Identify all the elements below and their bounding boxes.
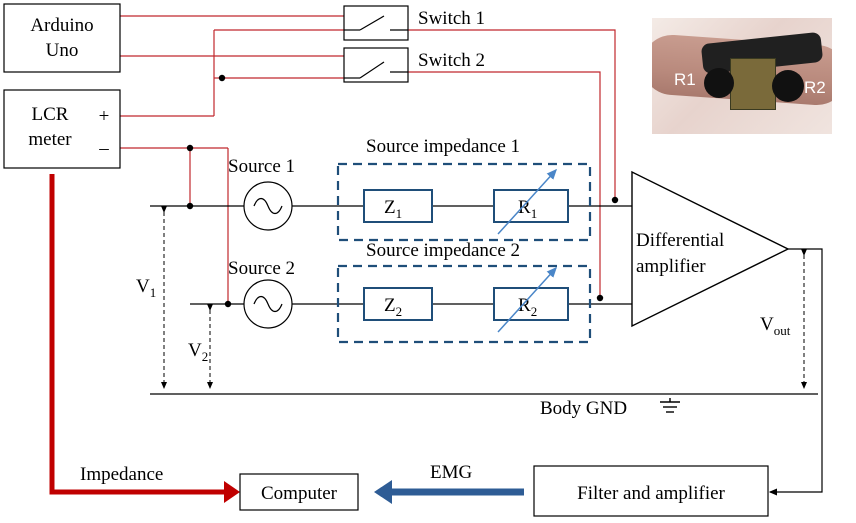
impedance-label: Impedance <box>80 464 163 485</box>
computer-box <box>239 473 359 511</box>
body-gnd-label: Body GND <box>540 398 627 419</box>
ground-icon <box>660 398 680 413</box>
impedance-arrowhead <box>224 481 240 503</box>
switch-2-label: Switch 2 <box>418 50 485 71</box>
photo-label-r2: R2 <box>804 78 826 97</box>
switch-2 <box>343 47 409 83</box>
r1-adjust-arrow <box>497 168 558 235</box>
source-impedance-1-label: Source impedance 1 <box>366 136 520 157</box>
circuit-board-shape <box>730 58 776 110</box>
diff-amp-label-line1: Differential <box>636 230 724 251</box>
source-2-label: Source 2 <box>228 258 295 279</box>
r2-box <box>493 287 569 321</box>
v2-label: V2 <box>188 340 208 364</box>
r1-box <box>493 189 569 223</box>
source-impedance-1-box <box>336 162 592 242</box>
source-1-symbol <box>243 181 293 231</box>
source-impedance-2-box <box>336 264 592 344</box>
amp-output-wire <box>768 248 823 496</box>
lcr-meter-box <box>3 89 121 169</box>
vout-label: Vout <box>760 314 791 338</box>
emg-label: EMG <box>430 462 473 483</box>
source-impedance-2-label: Source impedance 2 <box>366 240 520 261</box>
differential-amplifier-triangle <box>631 170 790 328</box>
device-photo: R1 R2 <box>652 18 832 134</box>
z1-label: Z1 <box>384 197 402 221</box>
arduino-label-line2: Uno <box>46 40 79 61</box>
switch-1 <box>343 5 409 41</box>
source-1-label: Source 1 <box>228 156 295 177</box>
voltage-arrows <box>161 206 807 389</box>
lcr-label-line2: meter <box>28 129 72 150</box>
potentiometer-r2-shape <box>772 70 804 102</box>
r2-adjust-arrow <box>497 266 558 333</box>
filter-amplifier-label: Filter and amplifier <box>577 483 725 504</box>
filter-amplifier-box <box>533 465 769 517</box>
source-2-symbol <box>243 279 293 329</box>
arduino-label-line1: Arduino <box>30 15 93 36</box>
switch-1-label: Switch 1 <box>418 8 485 29</box>
impedance-arrow-line <box>49 174 228 495</box>
z1-box <box>363 189 433 223</box>
arduino-uno-box <box>3 3 121 73</box>
control-wires <box>120 15 616 304</box>
lcr-plus-terminal: + <box>99 106 110 127</box>
potentiometer-r1-shape <box>704 68 734 98</box>
signal-lines <box>150 205 818 395</box>
photo-label-r1: R1 <box>674 70 696 89</box>
diff-amp-label-line2: amplifier <box>636 256 706 277</box>
v1-label: V1 <box>136 276 156 300</box>
lcr-minus-terminal: – <box>98 138 109 159</box>
emg-arrowhead <box>374 480 392 504</box>
lcr-label-line1: LCR <box>32 104 69 125</box>
computer-label: Computer <box>261 483 338 504</box>
z2-label: Z2 <box>384 295 402 319</box>
z2-box <box>363 287 433 321</box>
